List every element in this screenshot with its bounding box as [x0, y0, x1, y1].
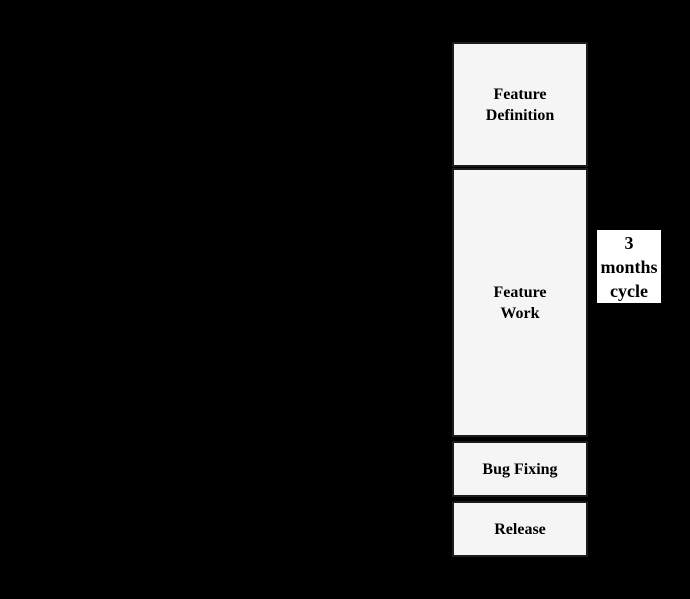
stage-release-label: Release — [494, 520, 546, 538]
cycle-duration-label: 3 months cycle — [597, 230, 661, 303]
stage-bug-fixing-label: Bug Fixing — [482, 460, 558, 478]
stage-bug-fixing: Bug Fixing — [452, 441, 588, 497]
stage-feature-definition-label: Feature Definition — [485, 85, 555, 124]
stage-feature-work: Feature Work — [452, 168, 588, 437]
stage-release: Release — [452, 501, 588, 557]
cycle-duration-text: 3 months cycle — [600, 232, 658, 301]
stage-feature-definition: Feature Definition — [452, 42, 588, 167]
stage-feature-work-label: Feature Work — [493, 283, 547, 322]
